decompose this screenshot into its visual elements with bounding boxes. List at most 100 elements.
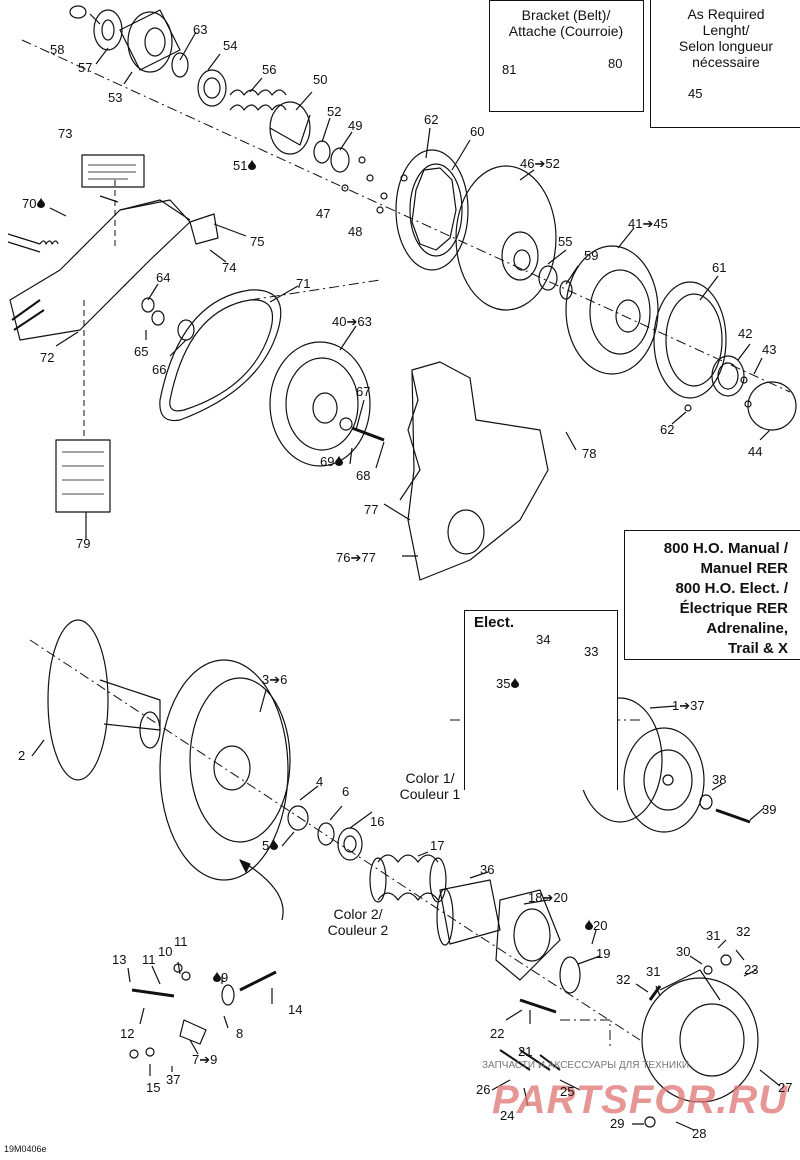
callout-32b: 32 xyxy=(616,972,630,987)
callout-text: 8 xyxy=(236,1026,244,1041)
callout-56: 56 xyxy=(262,62,276,77)
callout-text: 11 xyxy=(174,934,188,949)
callout-11a: 11 xyxy=(142,952,156,967)
callout-78: 78 xyxy=(582,446,596,461)
callout-40: 40➔63 xyxy=(332,314,372,330)
callout-68: 68 xyxy=(356,468,370,483)
elect-label: Elect. xyxy=(474,614,515,631)
callout-45: 45 xyxy=(688,86,702,101)
callout-3: 3➔6 xyxy=(262,672,287,688)
callout-text: 53 xyxy=(108,90,123,105)
callout-17: 17 xyxy=(430,838,444,853)
callout-text: 56 xyxy=(262,62,277,77)
callout-49: 49 xyxy=(348,118,362,133)
callout-text: 62 xyxy=(424,112,439,127)
callout-text: 69 xyxy=(320,454,335,469)
callout-76: 76➔77 xyxy=(336,550,376,566)
part-16 xyxy=(337,827,363,861)
callout-43: 43 xyxy=(762,342,776,357)
callout-62a: 62 xyxy=(424,112,438,127)
callout-22: 22 xyxy=(490,1026,504,1041)
callout-text: 48 xyxy=(348,224,363,239)
callout-text: 66 xyxy=(152,362,167,377)
callout-text: 32 xyxy=(616,972,631,987)
callout-text: 49 xyxy=(348,118,363,133)
callout-4: 4 xyxy=(316,774,323,789)
callout-text: 43 xyxy=(762,342,777,357)
callout-6: 6 xyxy=(342,784,349,799)
callout-text: 34 xyxy=(536,632,551,647)
callout-73: 73 xyxy=(58,126,72,141)
callout-30: 30 xyxy=(676,944,690,959)
as-required-title: As Required Lenght/ Selon longueur néces… xyxy=(678,6,774,70)
callout-75: 75 xyxy=(250,234,264,249)
callout-80: 80 xyxy=(608,56,622,71)
callout-39: 39 xyxy=(762,802,776,817)
callout-27: 27 xyxy=(778,1080,792,1095)
callout-text: 16 xyxy=(370,814,385,829)
callout-text: 30 xyxy=(676,944,691,959)
callout-41: 41➔45 xyxy=(628,216,668,232)
cover-76 xyxy=(407,361,549,581)
part-57 xyxy=(93,9,123,51)
callout-text: 29 xyxy=(610,1116,625,1131)
part-18-20 xyxy=(495,889,561,981)
callout-23: 23 xyxy=(744,962,758,977)
belt-71 xyxy=(159,289,282,422)
lubricant-drop-icon xyxy=(270,839,279,850)
callout-47: 47 xyxy=(316,206,330,221)
lubricant-drop-icon xyxy=(335,455,344,466)
callout-text: 45 xyxy=(688,86,703,101)
callout-text: 50 xyxy=(313,72,328,87)
callout-text: 52 xyxy=(327,104,342,119)
callout-text: 74 xyxy=(222,260,237,275)
callout-text: 79 xyxy=(76,536,91,551)
part-40-63 xyxy=(269,341,371,467)
lubricant-drop-icon xyxy=(37,197,46,208)
callout-29: 29 xyxy=(610,1116,624,1131)
callout-text: 77 xyxy=(364,502,379,517)
part-63 xyxy=(171,52,189,78)
callout-51: 51 xyxy=(233,158,257,173)
part-72 xyxy=(9,199,191,341)
callout-text: 64 xyxy=(156,270,171,285)
part-53 xyxy=(119,9,181,71)
spring-17 xyxy=(377,854,439,863)
lubricant-drop-icon xyxy=(511,677,520,688)
callout-33: 33 xyxy=(584,644,598,659)
callout-74: 74 xyxy=(222,260,236,275)
decal-73 xyxy=(81,154,145,188)
callout-61: 61 xyxy=(712,260,726,275)
callout-31a: 31 xyxy=(706,928,720,943)
callout-text: 32 xyxy=(736,924,751,939)
callout-text: 27 xyxy=(778,1080,793,1095)
callout-9: 9 xyxy=(212,970,228,985)
callout-text: 62 xyxy=(660,422,675,437)
callout-11b: 11 xyxy=(174,934,188,949)
callout-52: 52 xyxy=(327,104,341,119)
callout-53: 53 xyxy=(108,90,122,105)
callout-text: 39 xyxy=(762,802,777,817)
callout-81: 81 xyxy=(502,62,516,77)
callout-text: 33 xyxy=(584,644,599,659)
callout-text: 36 xyxy=(480,862,495,877)
callout-5: 5 xyxy=(262,838,279,853)
callout-text: 41➔45 xyxy=(628,216,668,231)
callout-text: 37 xyxy=(166,1072,181,1087)
callout-31b: 31 xyxy=(646,964,660,979)
callout-text: 72 xyxy=(40,350,55,365)
callout-58: 58 xyxy=(50,42,64,57)
callout-text: 46➔52 xyxy=(520,156,560,171)
callout-72: 72 xyxy=(40,350,54,365)
callout-70: 70 xyxy=(22,196,46,211)
callout-text: 42 xyxy=(738,326,753,341)
callout-text: 13 xyxy=(112,952,127,967)
callout-7: 7➔9 xyxy=(192,1052,217,1068)
watermark-caption: ЗАПЧАСТИ И АКСЕССУАРЫ ДЛЯ ТЕХНИКИ xyxy=(482,1060,690,1071)
callout-text: 23 xyxy=(744,962,759,977)
callout-20: 20 xyxy=(584,918,607,933)
part-49 xyxy=(330,147,350,173)
callout-text: 19 xyxy=(596,946,611,961)
bracket-belt-box: Bracket (Belt)/ Attache (Courroie) xyxy=(489,0,644,112)
decal-79 xyxy=(55,439,111,513)
